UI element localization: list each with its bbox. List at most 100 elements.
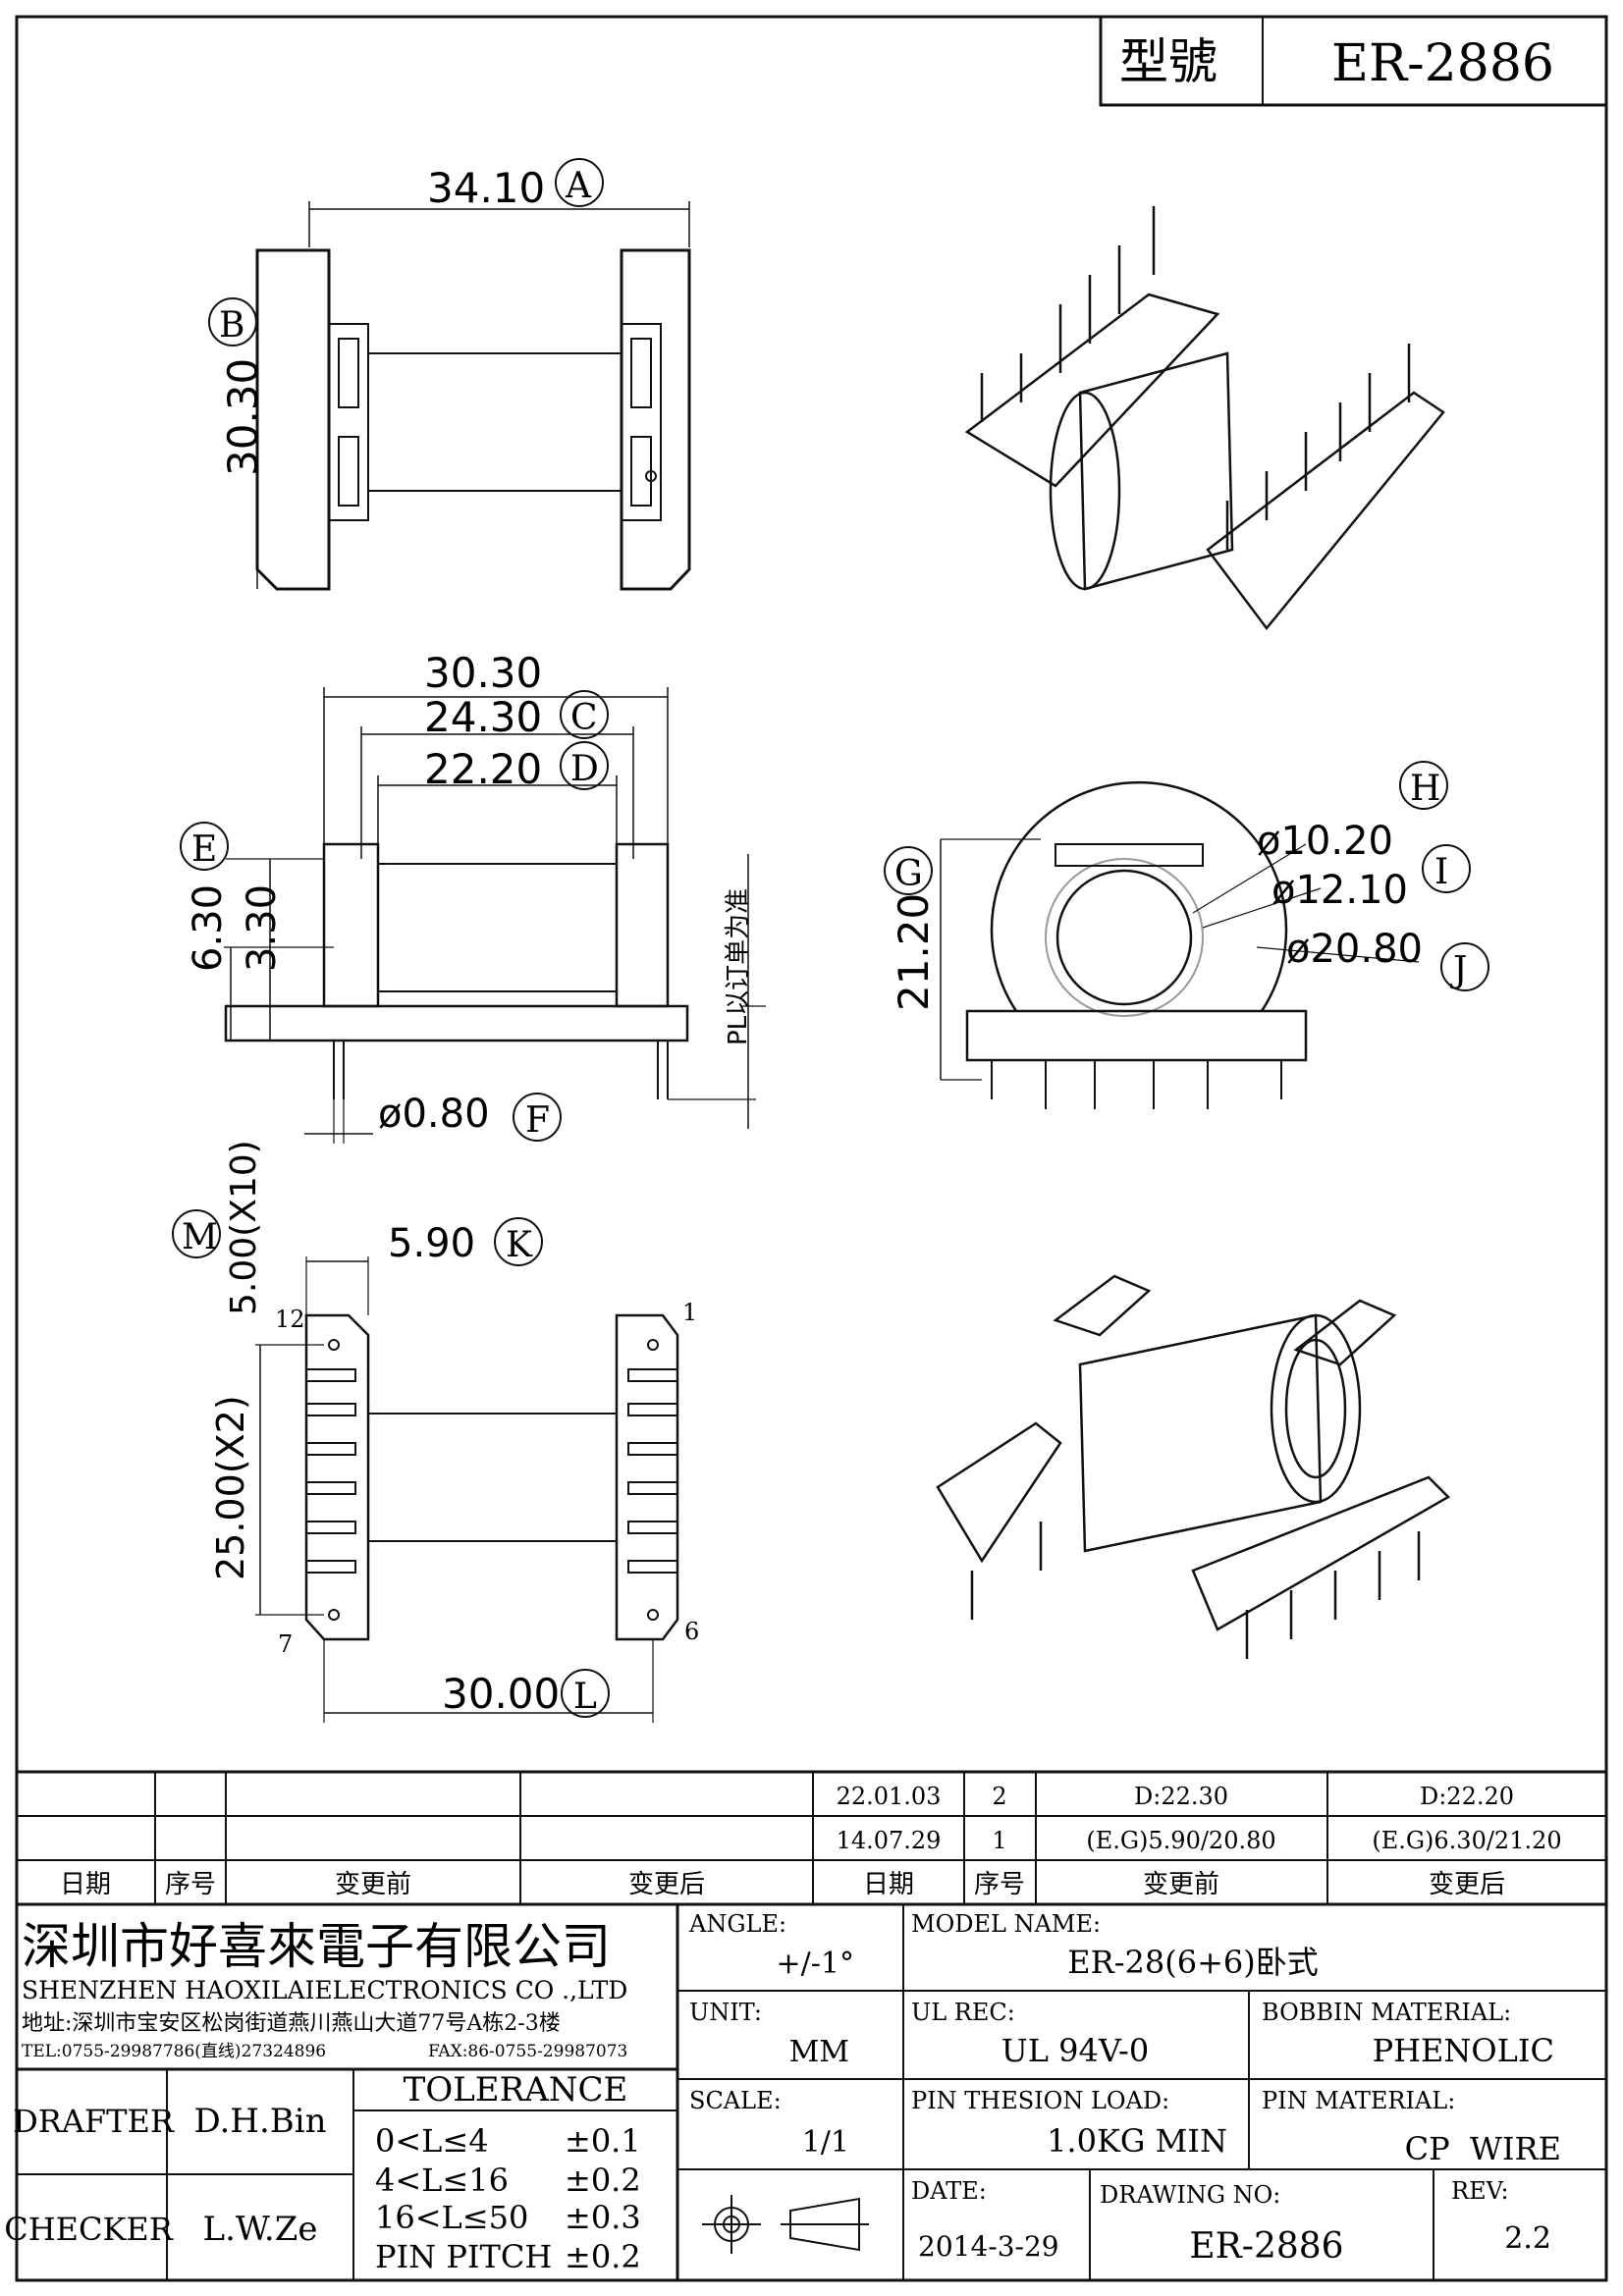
dim-k-balloon — [494, 1217, 543, 1266]
scale-label: SCALE: — [689, 2087, 782, 2114]
rev-row1-after: D:22.20 — [1420, 1783, 1514, 1810]
dim-j-value: ø20.80 — [1286, 927, 1423, 972]
dim-g-balloon — [884, 846, 933, 895]
dim-f-value: ø0.80 — [378, 1092, 490, 1137]
checker-value: L.W.Ze — [203, 2210, 318, 2249]
tol-value-1: ±0.1 — [565, 2122, 641, 2160]
side-width-value: 30.30 — [424, 649, 542, 697]
model-name-value: ER-28(6+6)卧式 — [1067, 1944, 1319, 1981]
tol-value-4: ±0.2 — [565, 2238, 641, 2275]
dim-l-tag: L — [573, 1677, 597, 1717]
rev-head-before-1: 变更前 — [335, 1870, 411, 1899]
bobbin-value: PHENOLIC — [1373, 2032, 1554, 2069]
tolerance-title: TOLERANCE — [404, 2070, 628, 2109]
header-model-box: 型號 ER-2886 — [1099, 15, 1608, 107]
pin-label-7: 7 — [278, 1630, 293, 1658]
rev-row2-date: 14.07.29 — [837, 1827, 942, 1854]
dim-e-tag: E — [191, 829, 217, 870]
drafter-label: DRAFTER — [13, 2103, 175, 2140]
dim-f-balloon — [513, 1093, 562, 1142]
ul-value: UL 94V-0 — [1001, 2032, 1149, 2069]
dim-m-tag: M — [182, 1217, 218, 1257]
dim-l-value: 30.00 — [442, 1670, 560, 1718]
rev-head-before-2: 变更前 — [1143, 1870, 1219, 1899]
isometric-view-bottom — [936, 1274, 1451, 1659]
dim-d-tag: D — [570, 749, 599, 789]
dim-l-balloon — [561, 1669, 610, 1718]
pin-tension-label: PIN THESION LOAD: — [911, 2087, 1169, 2114]
dim-a-value: 34.10 — [427, 164, 545, 212]
dim-c-value: 24.30 — [424, 693, 542, 741]
ul-label: UL REC: — [911, 1999, 1015, 2026]
pin-tension-value: 1.0KG MIN — [1047, 2122, 1227, 2160]
rev-row2-no: 1 — [992, 1827, 1006, 1854]
scale-value: 1/1 — [802, 2125, 849, 2160]
angle-label: ANGLE: — [688, 1910, 786, 1938]
bobbin-label: BOBBIN MATERIAL: — [1262, 1999, 1511, 2026]
tol-value-3: ±0.3 — [565, 2199, 641, 2236]
dim-c-balloon — [560, 690, 609, 739]
dim-k-tag: K — [506, 1225, 533, 1265]
rev-row2-before: (E.G)5.90/20.80 — [1086, 1827, 1275, 1854]
end-view — [940, 780, 1420, 1109]
dim-m-balloon — [172, 1209, 221, 1258]
tol-range-4: PIN PITCH — [375, 2238, 552, 2275]
rev-row1-no: 2 — [992, 1783, 1006, 1810]
pin-label-1: 1 — [682, 1299, 697, 1326]
company-fax: FAX:86-0755-29987073 — [428, 2042, 627, 2061]
checker-label: CHECKER — [4, 2211, 174, 2248]
date-value: 2014-3-29 — [918, 2230, 1059, 2263]
dim-j-tag: J — [1449, 950, 1467, 990]
rev-row1-before: D:22.30 — [1134, 1783, 1228, 1810]
sheet-border — [15, 15, 1608, 2282]
unit-label: UNIT: — [689, 1999, 762, 2026]
dim-m-value: 5.00(X10) — [224, 1140, 264, 1315]
bottom-view — [255, 1256, 679, 1723]
rev-label: REV: — [1451, 2177, 1509, 2205]
title-block-grid — [17, 1904, 1606, 2280]
dim-c-tag: C — [570, 698, 598, 738]
rev-head-date-2: 日期 — [863, 1870, 914, 1899]
dim-e-value: 6.30 — [186, 884, 231, 972]
dim-h-value: ø10.20 — [1257, 819, 1393, 864]
pl-note: PL以订单为准 — [724, 888, 753, 1045]
dim-f-tag: F — [525, 1100, 550, 1141]
dim-a-balloon — [555, 158, 604, 207]
dim-b-balloon — [208, 297, 257, 347]
dim-e2-value: 3.30 — [240, 884, 285, 972]
dim-k-value: 5.90 — [388, 1221, 475, 1266]
drafter-value: D.H.Bin — [193, 2102, 326, 2141]
pin-label-6: 6 — [684, 1618, 699, 1645]
rev-value: 2.2 — [1504, 2221, 1551, 2256]
drawing-no-value: ER-2886 — [1189, 2226, 1343, 2267]
projection-symbol-icon — [702, 2195, 869, 2254]
rev-head-date-1: 日期 — [60, 1870, 111, 1899]
company-name-cn: 深圳市好喜來電子有限公司 — [22, 1918, 611, 1975]
unit-value: MM — [789, 2035, 849, 2069]
dim-d-value: 22.20 — [424, 745, 542, 793]
header-model-label: 型號 — [1119, 33, 1217, 90]
dim-g-tag: G — [894, 854, 923, 894]
pin-material-label: PIN MATERIAL: — [1262, 2087, 1455, 2114]
rev-row1-date: 22.01.03 — [837, 1783, 942, 1810]
tol-range-1: 0<L≤4 — [375, 2122, 489, 2160]
tol-range-3: 16<L≤50 — [375, 2199, 528, 2236]
pin-span-value: 25.00(X2) — [209, 1395, 252, 1580]
dim-j-balloon — [1440, 942, 1489, 991]
pin-label-12: 12 — [275, 1306, 305, 1333]
drawing-no-label: DRAWING NO: — [1100, 2181, 1280, 2209]
angle-value: +/-1° — [777, 1947, 854, 1981]
model-name-label: MODEL NAME: — [911, 1910, 1101, 1938]
rev-row2-after: (E.G)6.30/21.20 — [1372, 1827, 1561, 1854]
dim-i-balloon — [1422, 844, 1471, 893]
dim-h-tag: H — [1410, 769, 1440, 809]
side-view — [224, 687, 766, 1144]
company-name-en: SHENZHEN HAOXILAIELECTRONICS CO .,LTD — [22, 1976, 627, 2004]
dim-g-value: 21.20 — [890, 893, 938, 1011]
top-view — [255, 201, 691, 591]
header-model-value: ER-2886 — [1331, 34, 1554, 93]
dim-i-value: ø12.10 — [1271, 868, 1408, 913]
rev-head-no-2: 序号 — [974, 1870, 1025, 1899]
dim-e-balloon — [180, 822, 229, 871]
